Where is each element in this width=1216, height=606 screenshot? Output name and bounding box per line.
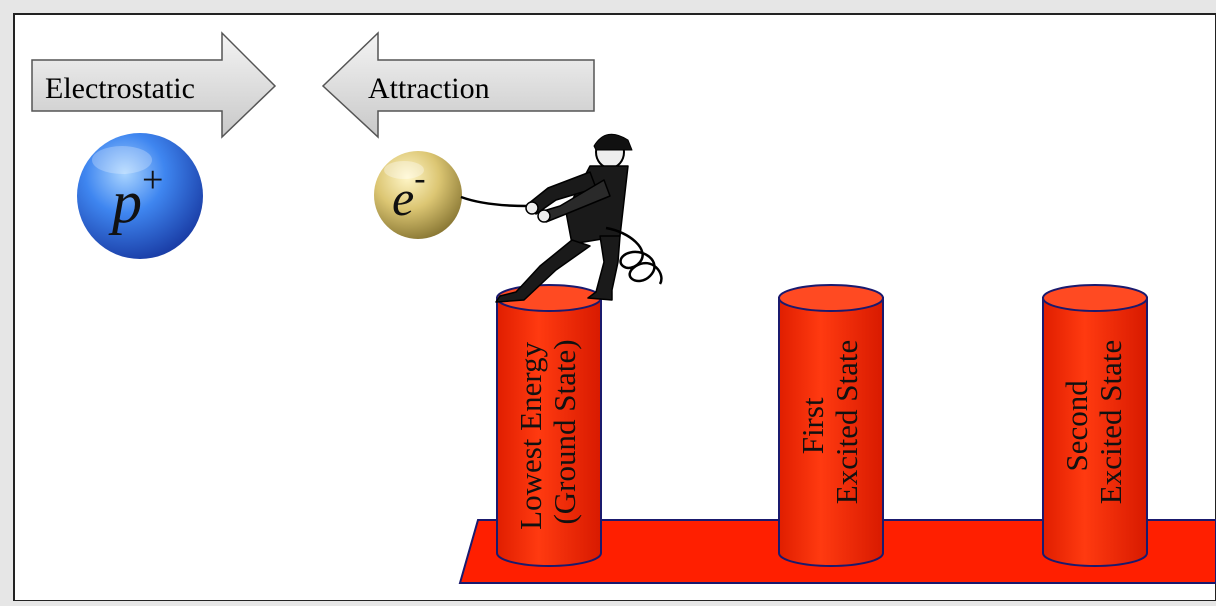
arrow-label-electrostatic: Electrostatic [45,72,195,105]
man-pulling-rope-figure [495,133,663,303]
slide-panel [13,13,1216,602]
second-excited-state-label: Second Excited State [1059,340,1128,504]
electrostatic-arrow: Electrostatic [31,31,277,139]
proton-sphere: p+ [77,133,203,259]
energy-level-cylinder-first-excited: First Excited State [778,284,884,567]
energy-level-cylinder-ground: Lowest Energy (Ground State) [496,284,602,567]
energy-level-cylinder-second-excited: Second Excited State [1042,284,1148,567]
arrow-label-attraction: Attraction [368,72,490,105]
proton-symbol: p+ [108,159,163,235]
ground-state-label: Lowest Energy (Ground State) [513,334,582,530]
electron-symbol: e- [392,160,426,226]
rope [460,195,529,208]
first-excited-state-label: First Excited State [795,340,864,504]
electron-sphere: e- [374,151,462,239]
attraction-arrow: Attraction [321,31,595,139]
